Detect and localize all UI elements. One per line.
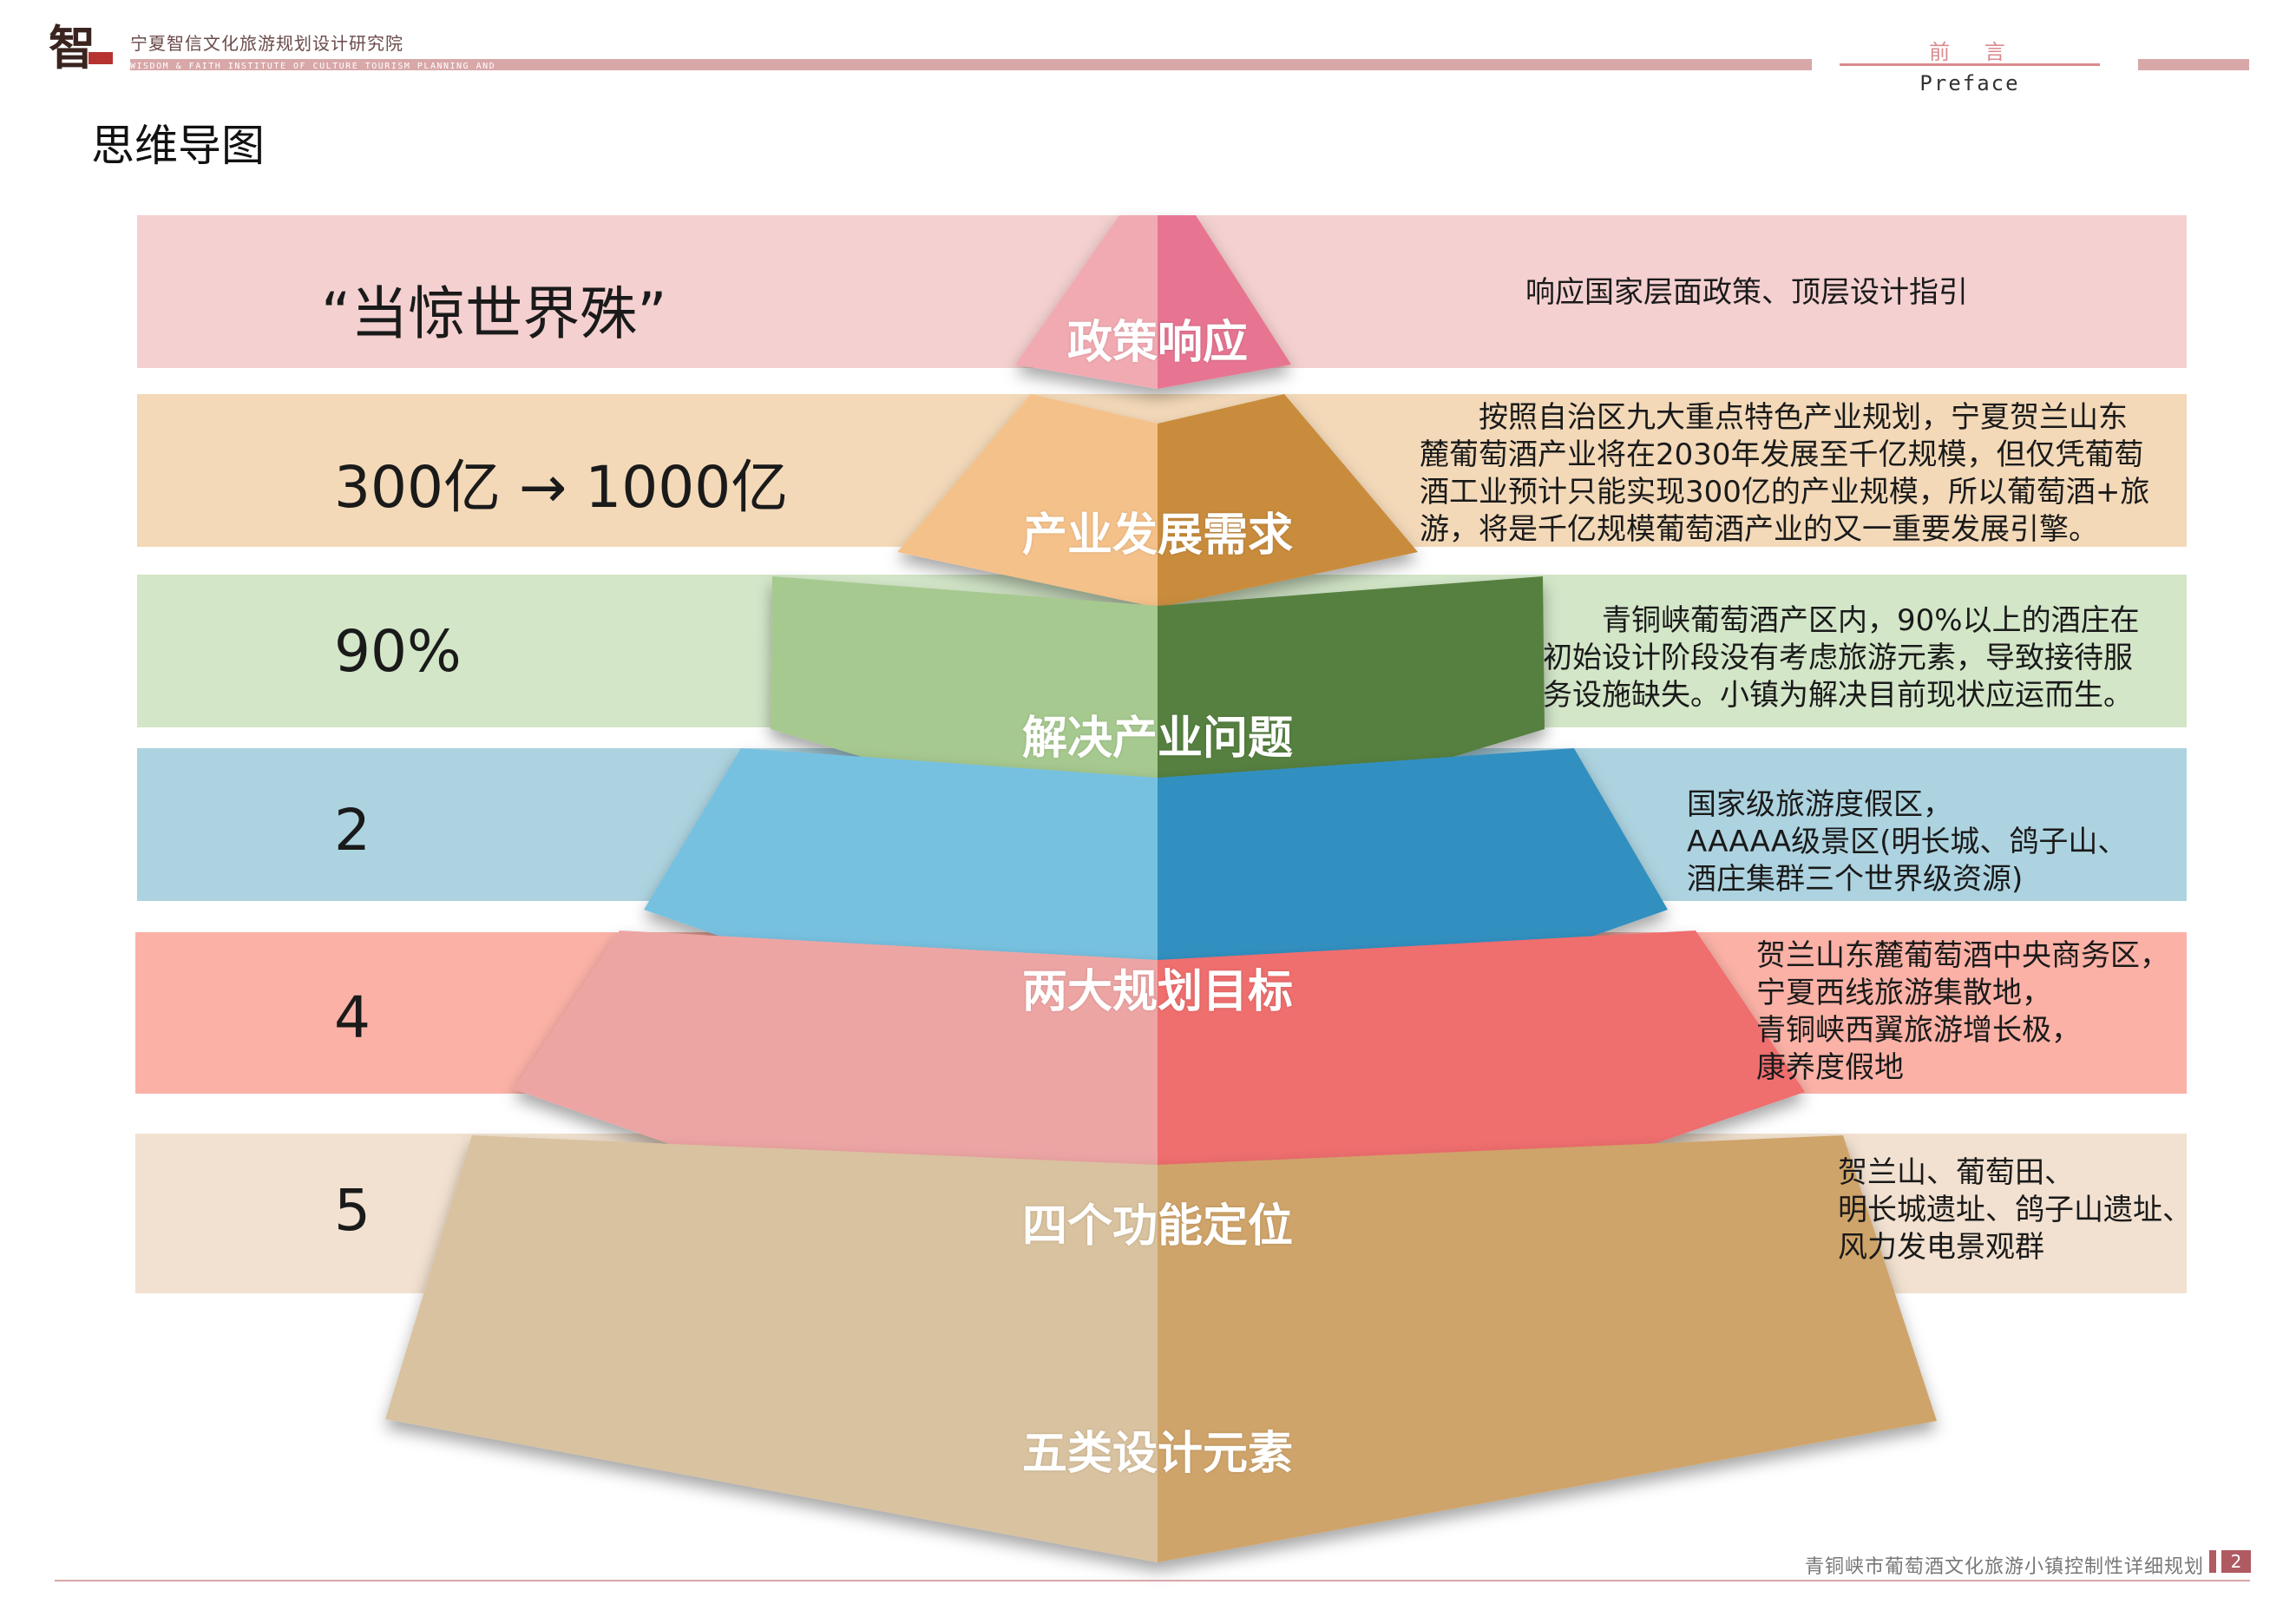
footer-mark bbox=[2209, 1550, 2216, 1573]
pyramid-layer-label: 解决产业问题 bbox=[1021, 713, 1293, 765]
header-bar-right bbox=[2138, 59, 2249, 70]
footer-line bbox=[55, 1580, 2250, 1581]
band-description-line: 务设施缺失。小镇为解决目前现状应运而生。 bbox=[1543, 678, 2133, 713]
band-key-figure: “当惊世界殊” bbox=[321, 280, 667, 347]
section-title-en: Preface bbox=[1919, 71, 2020, 95]
band-description-line: 青铜峡葡萄酒产区内，90%以上的酒庄在 bbox=[1602, 603, 2140, 638]
band-description-line: 风力发电景观群 bbox=[1838, 1230, 2044, 1265]
band-description: 青铜峡葡萄酒产区内，90%以上的酒庄在初始设计阶段没有考虑旅游元素，导致接待服务… bbox=[1543, 602, 2140, 714]
band-description-line: 按照自治区九大重点特色产业规划，宁夏贺兰山东 bbox=[1479, 400, 2128, 435]
band-description-line: 明长城遗址、鸽子山遗址、 bbox=[1838, 1193, 2192, 1227]
header-bar bbox=[130, 59, 1812, 70]
band-description-line: 青铜峡西翼旅游增长极， bbox=[1756, 1013, 2081, 1048]
institute-logo: 智 bbox=[45, 19, 116, 76]
pyramid-layer-label: 产业发展需求 bbox=[1021, 510, 1293, 562]
page-number: 2 bbox=[2221, 1550, 2251, 1573]
band-description: 贺兰山东麓葡萄酒中央商务区，宁夏西线旅游集散地，青铜峡西翼旅游增长极，康养度假地 bbox=[1756, 937, 2169, 1087]
band-description-line: AAAAA级景区(明长城、鸽子山、 bbox=[1687, 825, 2128, 859]
band-description-line: 贺兰山东麓葡萄酒中央商务区， bbox=[1756, 938, 2169, 973]
band-description-line: 酒工业预计只能实现300亿的产业规模，所以葡萄酒+旅 bbox=[1420, 475, 2150, 510]
band-key-figure: 5 bbox=[334, 1177, 371, 1244]
institute-english-name: WISDOM & FAITH INSTITUTE OF CULTURE TOUR… bbox=[130, 62, 496, 71]
section-title-zh: 前 言 bbox=[1929, 40, 2019, 64]
pyramid-layer-label: 政策响应 bbox=[1066, 317, 1248, 369]
pyramid-layer-label: 四个功能定位 bbox=[1021, 1200, 1293, 1253]
band-description: 贺兰山、葡萄田、明长城遗址、鸽子山遗址、风力发电景观群 bbox=[1838, 1154, 2192, 1266]
band-key-figure: 300亿 → 1000亿 bbox=[334, 454, 789, 521]
band-key-figure: 90% bbox=[334, 618, 462, 685]
logo-glyph: 智 bbox=[49, 20, 95, 75]
band-description-line: 游，将是千亿规模葡萄酒产业的又一重要发展引擎。 bbox=[1420, 512, 2098, 547]
pyramid-layer-6 bbox=[385, 1135, 1937, 1562]
band-description-line: 国家级旅游度假区， bbox=[1687, 787, 1952, 822]
band-description-line: 初始设计阶段没有考虑旅游元素，导致接待服 bbox=[1543, 641, 2133, 675]
pyramid-layer-right-face bbox=[1158, 1135, 1937, 1562]
pyramid-layer-label: 五类设计元素 bbox=[1021, 1428, 1293, 1480]
pyramid-layer-right-face bbox=[1158, 215, 1291, 389]
band-description: 国家级旅游度假区，AAAAA级景区(明长城、鸽子山、酒庄集群三个世界级资源) bbox=[1687, 786, 2127, 898]
pyramid-layer-right-face bbox=[1158, 394, 1418, 608]
pyramid-layer-left-face bbox=[897, 394, 1158, 608]
band-description-line: 麓葡萄酒产业将在2030年发展至千亿规模，但仅凭葡萄 bbox=[1420, 437, 2144, 472]
institute-name: 宁夏智信文化旅游规划设计研究院 bbox=[130, 33, 403, 54]
page-title: 思维导图 bbox=[91, 121, 265, 171]
pyramid-layer-left-face bbox=[385, 1135, 1158, 1562]
band-key-figure: 2 bbox=[334, 797, 371, 864]
band-description: 响应国家层面政策、顶层设计指引 bbox=[1525, 274, 1968, 312]
section-underline bbox=[1840, 63, 2100, 66]
band-description-line: 康养度假地 bbox=[1756, 1050, 1904, 1085]
band-description-line: 响应国家层面政策、顶层设计指引 bbox=[1525, 275, 1968, 310]
band-key-figure: 4 bbox=[334, 984, 371, 1051]
pyramid-layer-label: 两大规划目标 bbox=[1021, 966, 1293, 1018]
pyramid-layer-2 bbox=[897, 394, 1418, 608]
band-description-line: 酒庄集群三个世界级资源) bbox=[1687, 862, 2024, 897]
band-description-line: 贺兰山、葡萄田、 bbox=[1838, 1155, 2074, 1190]
band-description-line: 宁夏西线旅游集散地， bbox=[1756, 976, 2051, 1010]
band-description: 按照自治区九大重点特色产业规划，宁夏贺兰山东麓葡萄酒产业将在2030年发展至千亿… bbox=[1420, 399, 2149, 549]
document-title: 青铜峡市葡萄酒文化旅游小镇控制性详细规划 bbox=[1805, 1556, 2205, 1578]
pyramid-layers bbox=[385, 215, 1937, 1562]
pyramid-layer-left-face bbox=[1015, 215, 1158, 389]
pyramid-layer-1 bbox=[1015, 215, 1291, 389]
